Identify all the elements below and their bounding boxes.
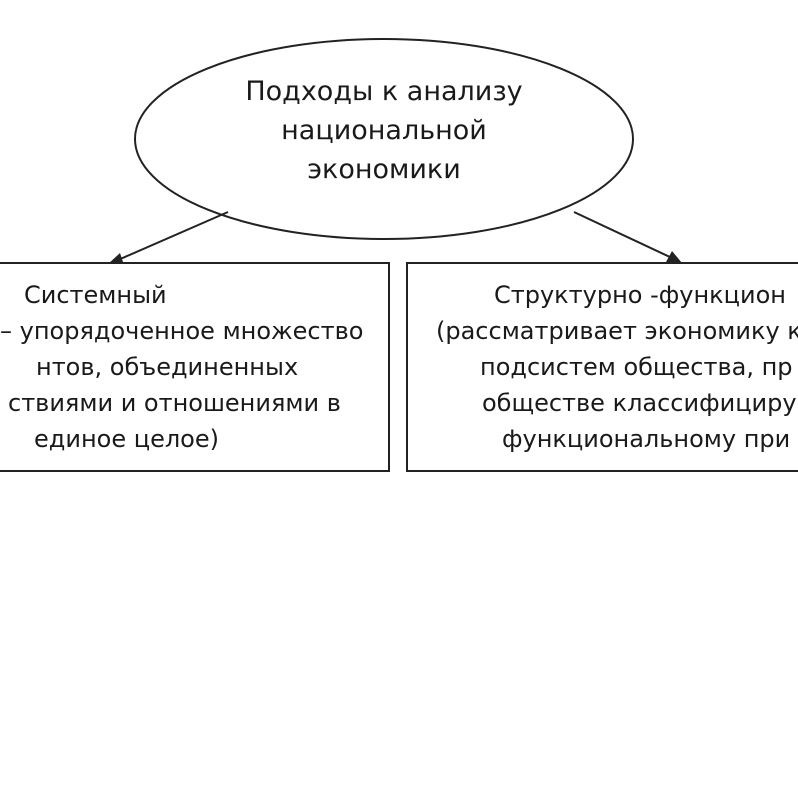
systemic-heading: Системный xyxy=(24,281,167,309)
root-ellipse xyxy=(134,38,634,240)
arrow-line-left xyxy=(117,211,229,261)
systemic-text-line-2: нтов, объединенных xyxy=(36,353,299,381)
structural-functional-approach-box: Структурно -функцион (рассматривает экон… xyxy=(406,262,798,472)
structural-text-line-2: подсистем общества, пр xyxy=(480,353,793,381)
root-title-line-1: Подходы к анализу xyxy=(245,76,523,107)
structural-text-line-3: обществе классифициру xyxy=(482,389,797,417)
structural-text-line-4: функциональному при xyxy=(502,425,791,453)
arrowhead-right xyxy=(666,251,682,263)
systemic-text-line-4: единое целое) xyxy=(34,425,219,453)
structural-text-line-1: (рассматривает экономику к xyxy=(436,317,798,345)
systemic-approach-box: Системный – упорядоченное множество нтов… xyxy=(0,262,390,472)
root-title: Подходы к анализу национальной экономики xyxy=(200,72,568,189)
systemic-text-line-3: ствиями и отношениями в xyxy=(8,389,341,417)
structural-heading: Структурно -функцион xyxy=(494,281,786,309)
root-title-line-2: национальной xyxy=(281,115,487,146)
root-title-line-3: экономики xyxy=(307,154,461,185)
arrow-line-right xyxy=(573,211,673,259)
systemic-text-line-1: – упорядоченное множество xyxy=(0,317,364,345)
